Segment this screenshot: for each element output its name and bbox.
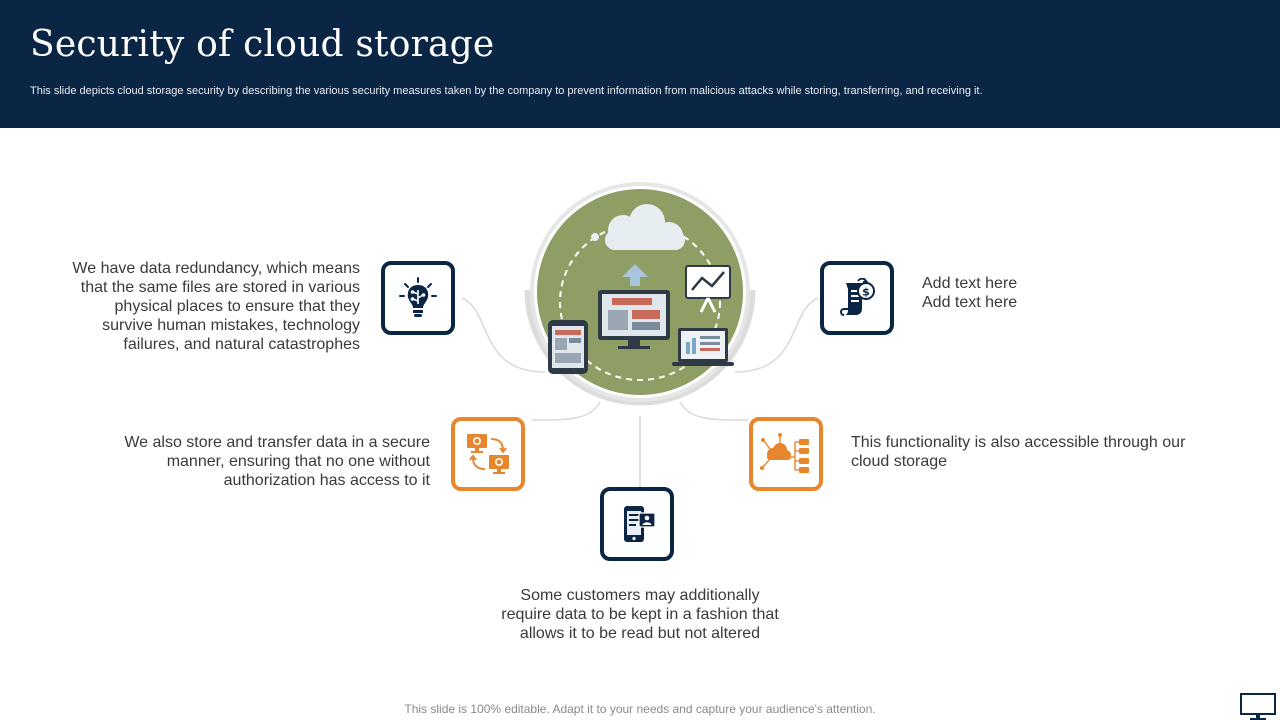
mobile-user-icon xyxy=(624,506,656,542)
cloud-devices-hub xyxy=(520,182,760,422)
monitor-icon xyxy=(1240,693,1276,720)
slide-header: Security of cloud storage This slide dep… xyxy=(0,0,1280,128)
feature-icon-box-redundancy xyxy=(381,261,455,335)
page-title: Security of cloud storage xyxy=(30,24,495,65)
feature-text-redundancy: We have data redundancy, which means tha… xyxy=(72,260,360,353)
cloud-network-icon xyxy=(760,433,809,473)
feature-text-cloud-access: This functionality is also accessible th… xyxy=(851,434,1186,470)
cloud-devices-icon xyxy=(524,182,756,406)
feature-text-secure-transfer: We also store and transfer data in a sec… xyxy=(124,434,430,489)
feature-icon-box-read-only xyxy=(600,487,674,561)
feature-icon-box-add-text: $ xyxy=(820,261,894,335)
document-dollar-icon: $ xyxy=(840,277,875,316)
transfer-monitors-icon xyxy=(467,434,509,474)
feature-text-add-text: Add text here Add text here xyxy=(922,275,1018,311)
lightbulb-icon xyxy=(399,277,437,317)
feature-icon-box-cloud-access xyxy=(749,417,823,491)
svg-text:$: $ xyxy=(862,286,870,299)
feature-text-read-only: Some customers may additionally require … xyxy=(501,587,779,642)
page-subtitle: This slide depicts cloud storage securit… xyxy=(30,85,983,97)
footer-note: This slide is 100% editable. Adapt it to… xyxy=(404,702,876,716)
feature-icon-box-secure-transfer xyxy=(451,417,525,491)
